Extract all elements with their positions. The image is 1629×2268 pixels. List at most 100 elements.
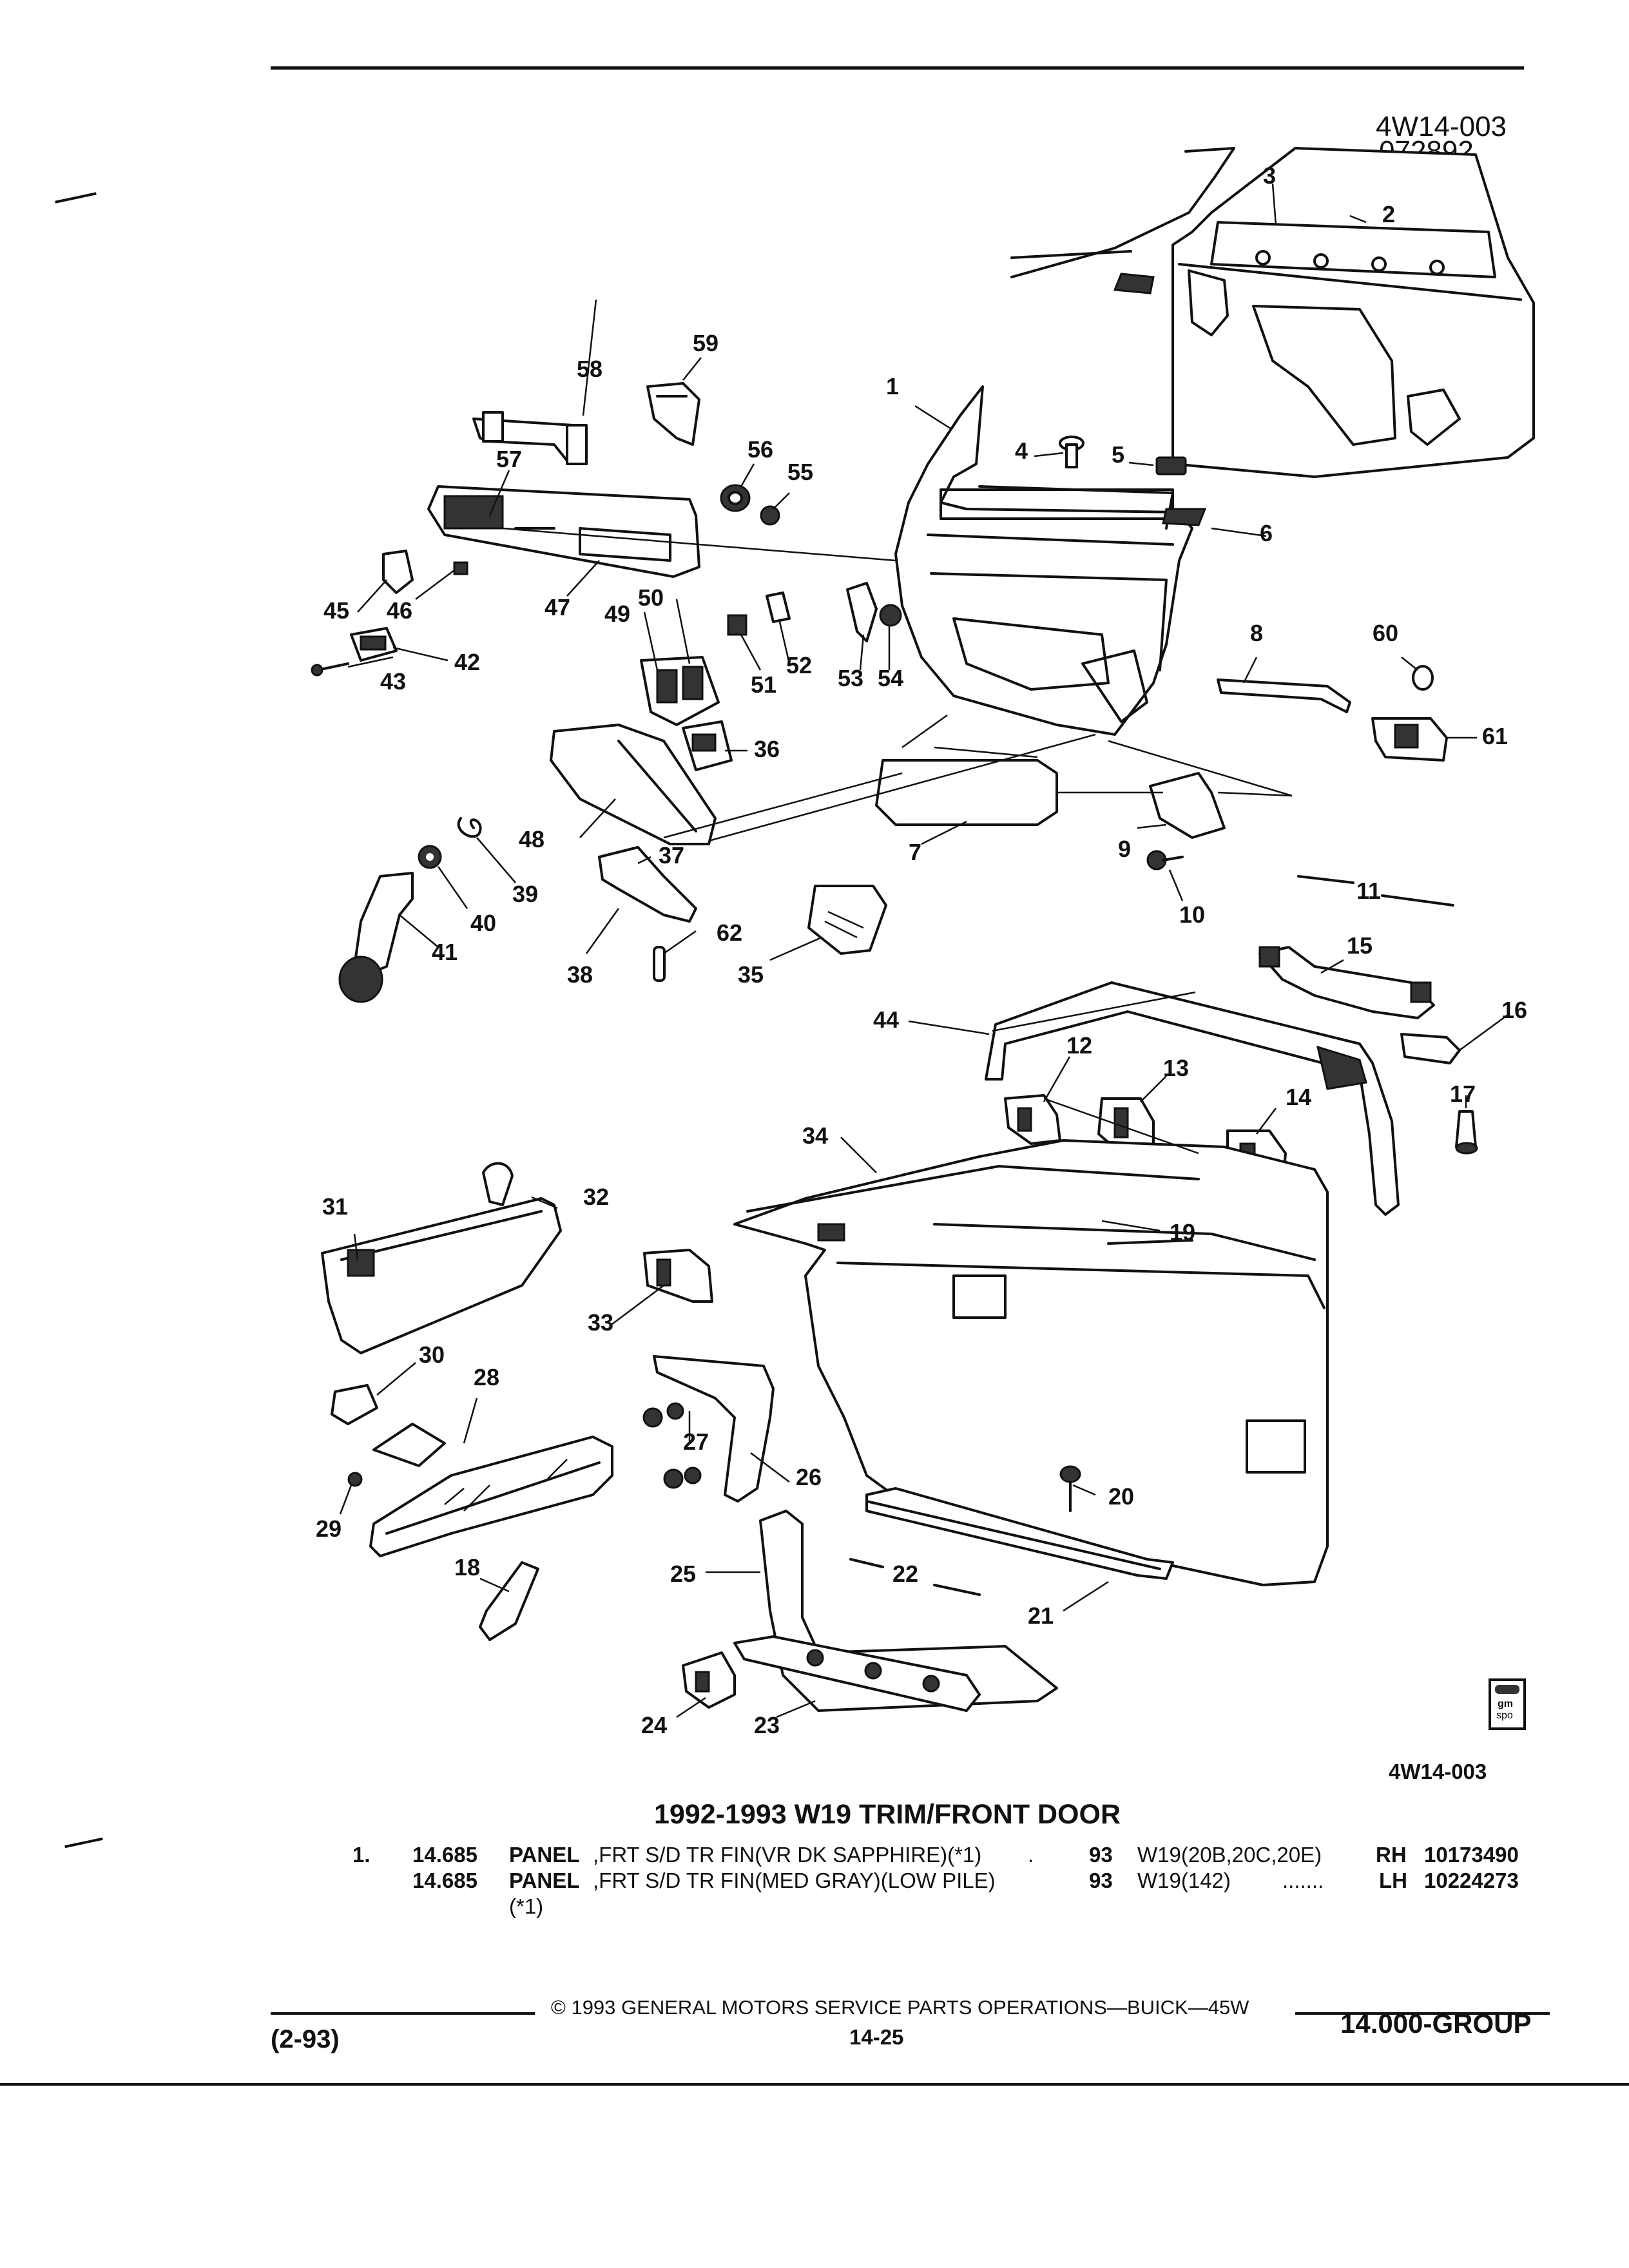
callout-54: 54 <box>878 665 903 691</box>
callout-43: 43 <box>380 668 406 695</box>
bottom-rule <box>0 2083 1629 2086</box>
callout-19: 19 <box>1170 1219 1195 1245</box>
footer-group: 14.000-GROUP <box>1340 2008 1532 2039</box>
bracket-30 <box>331 1384 378 1425</box>
item-number: 1. <box>352 1843 371 1867</box>
bracket-58 <box>472 411 588 465</box>
callout-16: 16 <box>1501 997 1527 1023</box>
seal-strip-11b <box>1381 894 1454 907</box>
screw-29 <box>347 1472 363 1487</box>
callout-49: 49 <box>604 601 630 627</box>
lower-panel-34 <box>733 1139 1329 1586</box>
callout-58: 58 <box>577 356 602 382</box>
side: RH <box>1376 1843 1407 1867</box>
bracket-59 <box>646 382 700 446</box>
callout-57: 57 <box>496 446 522 472</box>
callout-1: 1 <box>886 373 899 399</box>
clip-18 <box>479 1561 539 1641</box>
callout-13: 13 <box>1163 1055 1189 1081</box>
callout-23: 23 <box>754 1712 780 1738</box>
armrest-bezel-47 <box>427 485 700 578</box>
callout-4: 4 <box>1015 437 1028 464</box>
lens-35 <box>807 885 887 955</box>
part-description: ,FRT S/D TR FIN(MED GRAY)(LOW PILE) <box>593 1869 996 1892</box>
callout-8: 8 <box>1250 620 1263 646</box>
clip-52 <box>766 591 791 623</box>
fastener-54 <box>879 604 902 627</box>
callout-28: 28 <box>474 1364 499 1390</box>
clip-item-5 <box>1155 456 1187 476</box>
screw-17 <box>1455 1110 1478 1155</box>
callout-30: 30 <box>419 1341 445 1368</box>
bracket-9 <box>1149 772 1226 839</box>
callout-25: 25 <box>670 1561 696 1587</box>
callout-33: 33 <box>588 1309 613 1336</box>
clip-33 <box>643 1249 713 1303</box>
part-name: PANEL <box>509 1869 580 1892</box>
callout-22: 22 <box>892 1561 918 1587</box>
clip-51 <box>727 614 747 636</box>
harness-23 <box>733 1635 981 1712</box>
group-code: 14.685 <box>412 1843 477 1867</box>
figure-id: 4W14-003 <box>1376 111 1507 142</box>
bulb-62 <box>653 946 666 982</box>
seal-strip-22b <box>933 1584 981 1596</box>
callout-55: 55 <box>787 459 813 485</box>
door-panel-outline <box>1010 147 1535 478</box>
leader-dots: . <box>1028 1843 1034 1867</box>
sill-plate-21 <box>865 1487 1174 1580</box>
grommet-56 <box>720 484 751 512</box>
callout-17: 17 <box>1450 1081 1476 1107</box>
section-title: 1992-1993 W19 TRIM/FRONT DOOR <box>654 1799 1121 1830</box>
seal-strip-22 <box>849 1558 884 1568</box>
callout-60: 60 <box>1373 620 1398 646</box>
callout-24: 24 <box>641 1712 667 1738</box>
clip-46 <box>453 561 468 575</box>
strip-8 <box>1217 678 1351 713</box>
screw-20 <box>1059 1465 1081 1512</box>
callout-40: 40 <box>470 910 496 936</box>
callout-3: 3 <box>1263 162 1276 189</box>
retainer-61 <box>1371 717 1448 762</box>
callout-9: 9 <box>1118 836 1131 862</box>
side: LH <box>1379 1869 1407 1892</box>
gm-spo-logo-icon: gm spo <box>1489 1678 1526 1730</box>
callout-52: 52 <box>786 652 812 678</box>
callout-42: 42 <box>454 649 480 675</box>
group-code: 14.685 <box>412 1869 477 1892</box>
model-year: 93 <box>1089 1869 1113 1892</box>
screws-27 <box>642 1402 702 1489</box>
callout-21: 21 <box>1028 1602 1054 1629</box>
nut-55 <box>760 505 780 526</box>
sunvisor-32 <box>321 1162 562 1354</box>
part-description: ,FRT S/D TR FIN(VR DK SAPPHIRE)(*1) <box>593 1843 982 1867</box>
bracket-24 <box>682 1651 736 1709</box>
callout-50: 50 <box>638 584 664 611</box>
footer-date-code: (2-93) <box>271 2025 340 2053</box>
switch-45 <box>382 550 414 594</box>
callout-7: 7 <box>909 839 921 865</box>
callout-39: 39 <box>512 881 538 907</box>
mirror-28 <box>369 1423 613 1557</box>
part-number: 10224273 <box>1424 1869 1519 1892</box>
arm-pad-7 <box>875 759 1058 826</box>
diagram-bottom-ref: 4W14-003 <box>1389 1760 1487 1783</box>
callout-15: 15 <box>1347 932 1373 959</box>
callout-2: 2 <box>1382 201 1395 227</box>
bracket-26 <box>653 1355 775 1503</box>
callout-41: 41 <box>432 939 458 965</box>
callout-27: 27 <box>683 1428 709 1455</box>
callout-31: 31 <box>322 1193 348 1220</box>
callout-37: 37 <box>659 842 684 869</box>
callout-32: 32 <box>583 1184 609 1210</box>
upper-rail-44 <box>985 981 1400 1216</box>
model-year: 93 <box>1089 1843 1113 1867</box>
callout-51: 51 <box>751 671 776 698</box>
callout-45: 45 <box>323 597 349 624</box>
part-name: PANEL <box>509 1843 580 1867</box>
part-number: 10173490 <box>1424 1843 1519 1867</box>
leader-lines <box>339 183 1509 1718</box>
clip-12 <box>1004 1094 1061 1145</box>
callout-59: 59 <box>693 330 718 356</box>
model-code: W19(20B,20C,20E) <box>1137 1843 1322 1867</box>
